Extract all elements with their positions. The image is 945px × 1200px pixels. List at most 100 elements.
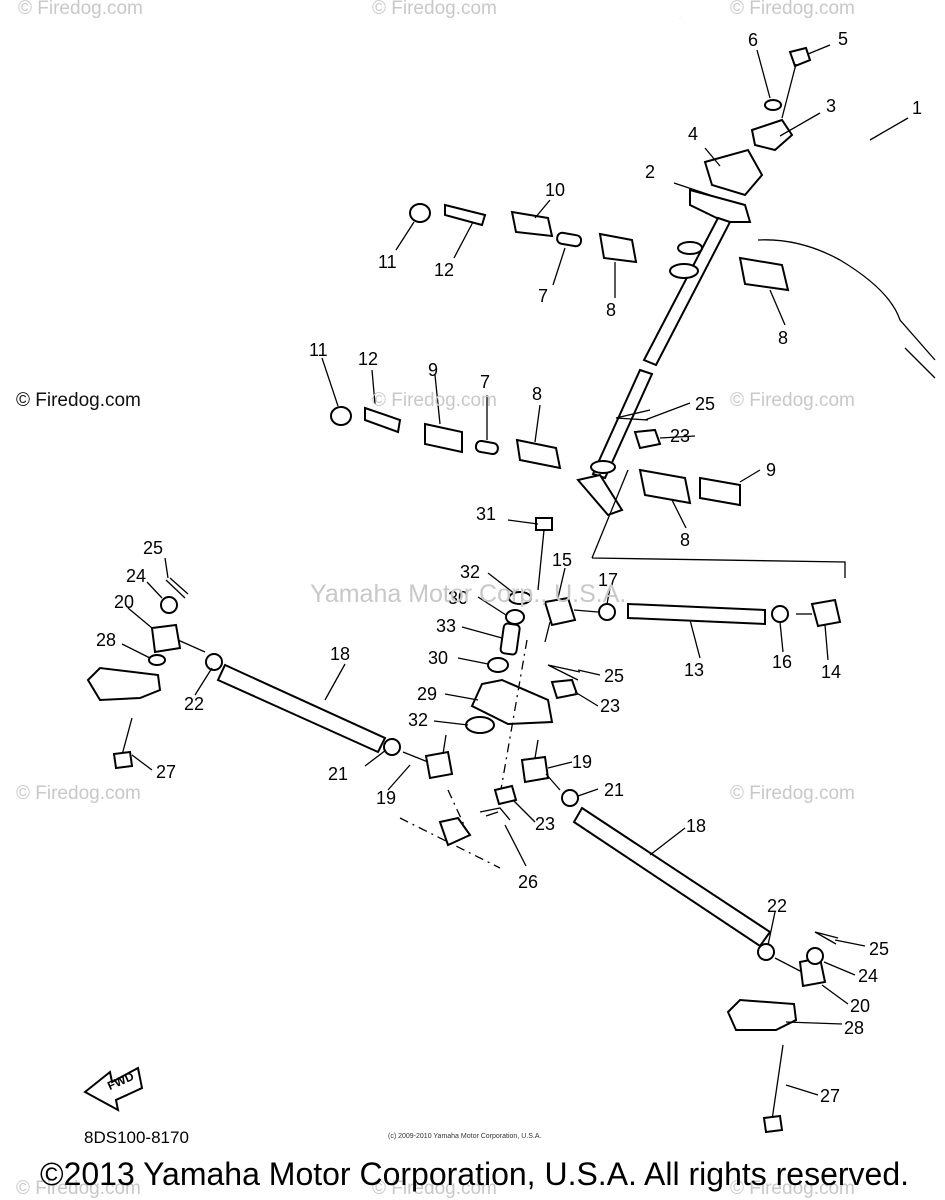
bolt-31 [535, 517, 553, 591]
callout: 18 [686, 816, 706, 836]
callout: 25 [869, 939, 889, 959]
tie-rod-end-14 [810, 598, 842, 628]
cotter-pin-25-a [615, 409, 651, 421]
column-plate [689, 188, 752, 223]
spindle-arm-left [86, 666, 162, 702]
tie-rod-end-20-left-thread [177, 639, 206, 653]
lower-column-plate [576, 473, 624, 517]
tie-rod-end-20-left [150, 623, 182, 654]
tie-rod-end-19-right-thread [545, 773, 561, 791]
watermark: © Firedog.com [372, 390, 497, 411]
tie-rod-end-19-left [424, 750, 454, 780]
callout: 17 [598, 570, 618, 590]
watermark: © Firedog.com [16, 390, 141, 411]
callout: 1 [912, 98, 922, 118]
guide-lines-pivot [499, 639, 528, 796]
callout: 25 [604, 666, 624, 686]
callout: 25 [695, 394, 715, 414]
callout: 29 [417, 684, 437, 704]
bushing-8-right [738, 256, 790, 292]
callout: 22 [767, 896, 787, 916]
clip-26 [479, 807, 511, 821]
callout: 12 [358, 349, 378, 369]
callout: 21 [604, 780, 624, 800]
callout: 33 [436, 616, 456, 636]
callout: 30 [428, 648, 448, 668]
frame-outline [757, 239, 936, 379]
tie-rod-end-19-right [520, 755, 550, 784]
watermark: © Firedog.com [730, 390, 855, 411]
callout: 5 [838, 29, 848, 49]
callout: 19 [572, 752, 592, 772]
callout: 30 [448, 588, 468, 608]
bolt-5 [781, 46, 812, 119]
callout: 25 [143, 538, 163, 558]
callout: 8 [680, 530, 690, 550]
tie-rod-end-15 [543, 596, 577, 627]
washer-32-top [508, 591, 532, 605]
callout: 9 [428, 360, 438, 380]
tie-rod-end-19-left-stud [442, 734, 447, 755]
callout: 23 [670, 426, 690, 446]
lower-clamp [703, 148, 764, 197]
nut-22-left [205, 653, 223, 671]
cotter-pin-25-b [547, 664, 581, 681]
callout: 19 [376, 788, 396, 808]
bushing-30-top [505, 609, 525, 625]
nut-21-left [383, 738, 401, 756]
callout: 7 [538, 286, 548, 306]
nut-16 [771, 605, 789, 623]
callout: 11 [309, 340, 328, 360]
callout-labels: 1 2 3 4 5 6 7 7 8 8 8 8 9 9 10 11 11 12 … [96, 29, 922, 1106]
copyright-notice: ©2013 Yamaha Motor Corporation, U.S.A. A… [40, 1156, 910, 1192]
callout: 9 [766, 460, 776, 480]
guide-lines-center [591, 469, 846, 578]
fine-print: (c) 2009-2010 Yamaha Motor Corporation, … [388, 1133, 542, 1140]
ski-post-left [438, 816, 472, 847]
callout: 27 [156, 762, 176, 782]
leader-lines [121, 44, 909, 1096]
callout: 24 [858, 966, 878, 986]
bushing-8-mid [515, 438, 562, 470]
nut-11-upper [409, 203, 431, 223]
callout: 20 [114, 592, 134, 612]
watermark: © Firedog.com [372, 0, 497, 19]
tie-rod-end-20-right-thread [774, 957, 803, 973]
callout: 27 [820, 1086, 840, 1106]
watermark: © Firedog.com [372, 1178, 497, 1199]
tie-rod-end-19-left-thread [402, 751, 429, 763]
sleeve-33 [499, 622, 521, 656]
callout: 3 [826, 96, 836, 116]
nut-22-right [757, 943, 775, 961]
callout: 15 [552, 550, 572, 570]
washer-6 [764, 99, 782, 111]
watermark: © Firedog.com [16, 783, 141, 804]
tie-rod-end-15-stud [544, 621, 551, 643]
watermark: © Firedog.com [730, 1178, 855, 1199]
bracket-10 [510, 210, 554, 238]
watermark: © Firedog.com [730, 783, 855, 804]
pin-7-mid [474, 439, 499, 456]
nut-11-mid [330, 406, 352, 426]
tie-rod-13 [627, 602, 766, 626]
watermark: © Firedog.com [730, 0, 855, 19]
callout: 28 [844, 1018, 864, 1038]
callout: 2 [645, 162, 655, 182]
callout: 22 [184, 694, 204, 714]
nut-23-c [493, 784, 518, 806]
callout: 32 [408, 710, 428, 730]
callout: 8 [778, 328, 788, 348]
link-12-upper [444, 203, 487, 227]
callout: 31 [476, 504, 496, 524]
pitman-arm-29 [470, 678, 554, 726]
bushing-30-bottom [487, 657, 509, 673]
tie-rod-18-left [216, 663, 387, 754]
nut-24-left [160, 596, 178, 614]
pin-7-upper [556, 231, 583, 248]
bushing-8-upper [598, 232, 638, 264]
plate-9-right [699, 476, 741, 507]
bushing-8-lower [638, 468, 692, 505]
tie-rod-18-right [572, 806, 772, 948]
callout: 24 [126, 566, 146, 586]
